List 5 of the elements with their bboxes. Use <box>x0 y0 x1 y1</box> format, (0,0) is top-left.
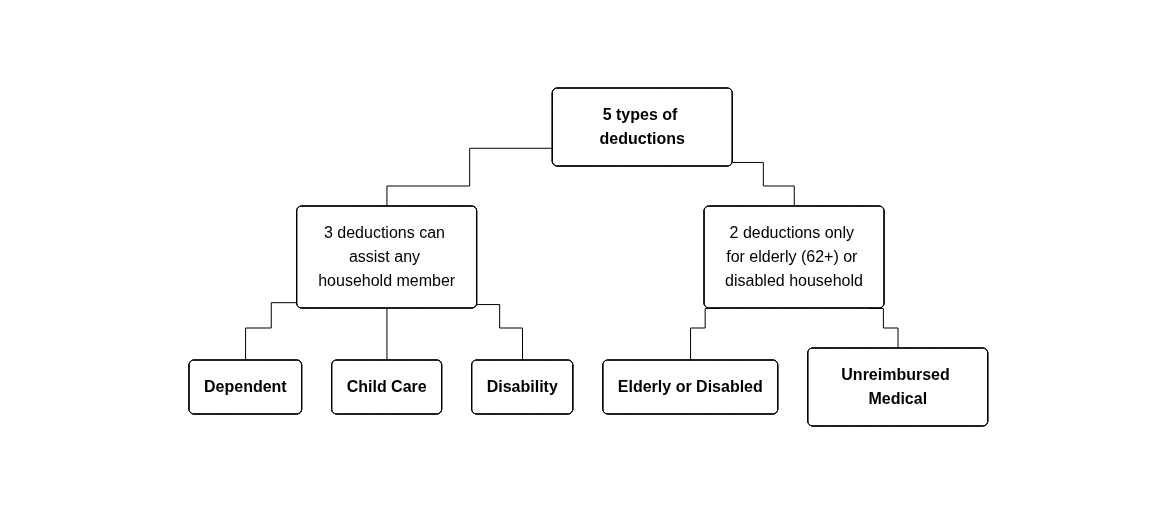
connector <box>386 147 553 207</box>
connector <box>731 161 795 207</box>
connector <box>476 304 523 361</box>
connector <box>244 302 298 361</box>
connector <box>386 308 388 361</box>
